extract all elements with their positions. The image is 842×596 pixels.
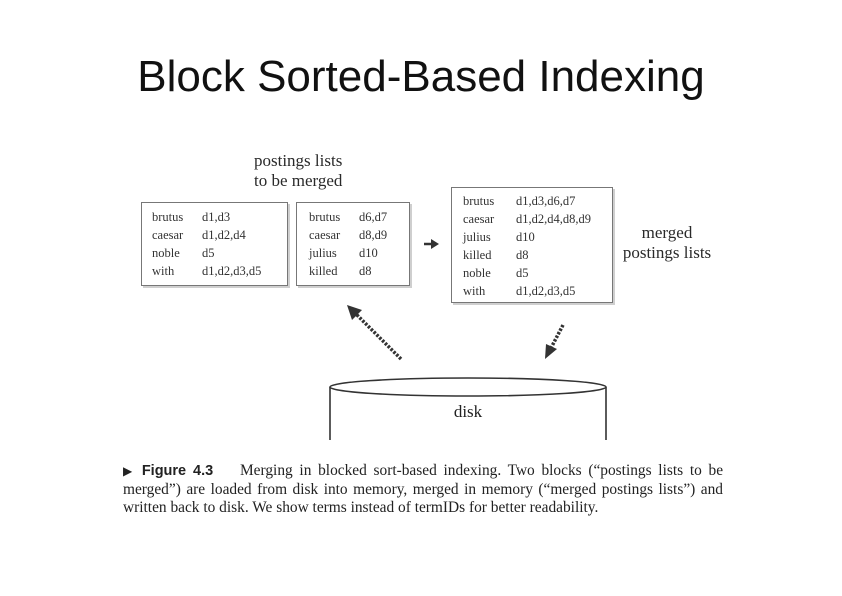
- doc-ids: d6,d7: [359, 210, 388, 224]
- term: noble: [463, 266, 491, 280]
- merge-arrow-icon: [424, 239, 439, 249]
- merged-postings-block: brutus d1,d3,d6,d7 caesar d1,d2,d4,d8,d9…: [451, 187, 613, 303]
- term: julius: [463, 230, 491, 244]
- term: noble: [152, 246, 180, 260]
- term: brutus: [309, 210, 341, 224]
- term: caesar: [309, 228, 341, 242]
- label-postings-to-merge: postings lists to be merged: [254, 151, 342, 191]
- write-arrow-icon: [545, 324, 565, 359]
- doc-ids: d8: [516, 248, 529, 262]
- figure-caption: ▶ Figure 4.3 Merging in blocked sort-bas…: [123, 462, 723, 518]
- term: with: [152, 264, 175, 278]
- figure-number: Figure 4.3: [141, 463, 214, 479]
- term: caesar: [463, 212, 495, 226]
- doc-ids: d1,d3: [202, 210, 231, 224]
- doc-ids: d8: [359, 264, 372, 278]
- label-merged-postings: merged postings lists: [612, 223, 722, 263]
- label-line-1: merged: [641, 223, 693, 242]
- doc-ids: d1,d2,d4,d8,d9: [516, 212, 591, 226]
- doc-ids: d10: [359, 246, 378, 260]
- term: caesar: [152, 228, 184, 242]
- disk-label: disk: [453, 402, 483, 421]
- label-line-1: postings lists: [254, 151, 343, 170]
- caption-text: Merging in blocked sort-based indexing. …: [123, 462, 724, 517]
- label-line-2: to be merged: [254, 171, 343, 190]
- slide-title: Block Sorted-Based Indexing: [137, 52, 705, 101]
- postings-block-2: brutus d6,d7 caesar d8,d9 julius d10 kil…: [296, 202, 410, 286]
- doc-ids: d5: [202, 246, 215, 260]
- doc-ids: d1,d2,d3,d5: [202, 264, 262, 278]
- term: killed: [463, 248, 492, 262]
- doc-ids: d5: [516, 266, 529, 280]
- term: with: [463, 284, 486, 298]
- doc-ids: d10: [516, 230, 535, 244]
- doc-ids: d1,d3,d6,d7: [516, 194, 576, 208]
- doc-ids: d1,d2,d4: [202, 228, 246, 242]
- term: killed: [309, 264, 338, 278]
- doc-ids: d8,d9: [359, 228, 388, 242]
- disk-icon: [329, 377, 607, 440]
- term: julius: [309, 246, 337, 260]
- term: brutus: [152, 210, 184, 224]
- term: brutus: [463, 194, 495, 208]
- read-arrow-icon: [347, 305, 403, 361]
- label-line-2: postings lists: [622, 243, 712, 262]
- caption-marker-icon: ▶: [123, 464, 136, 478]
- postings-block-1: brutus d1,d3 caesar d1,d2,d4 noble d5 wi…: [141, 202, 288, 286]
- doc-ids: d1,d2,d3,d5: [516, 284, 576, 298]
